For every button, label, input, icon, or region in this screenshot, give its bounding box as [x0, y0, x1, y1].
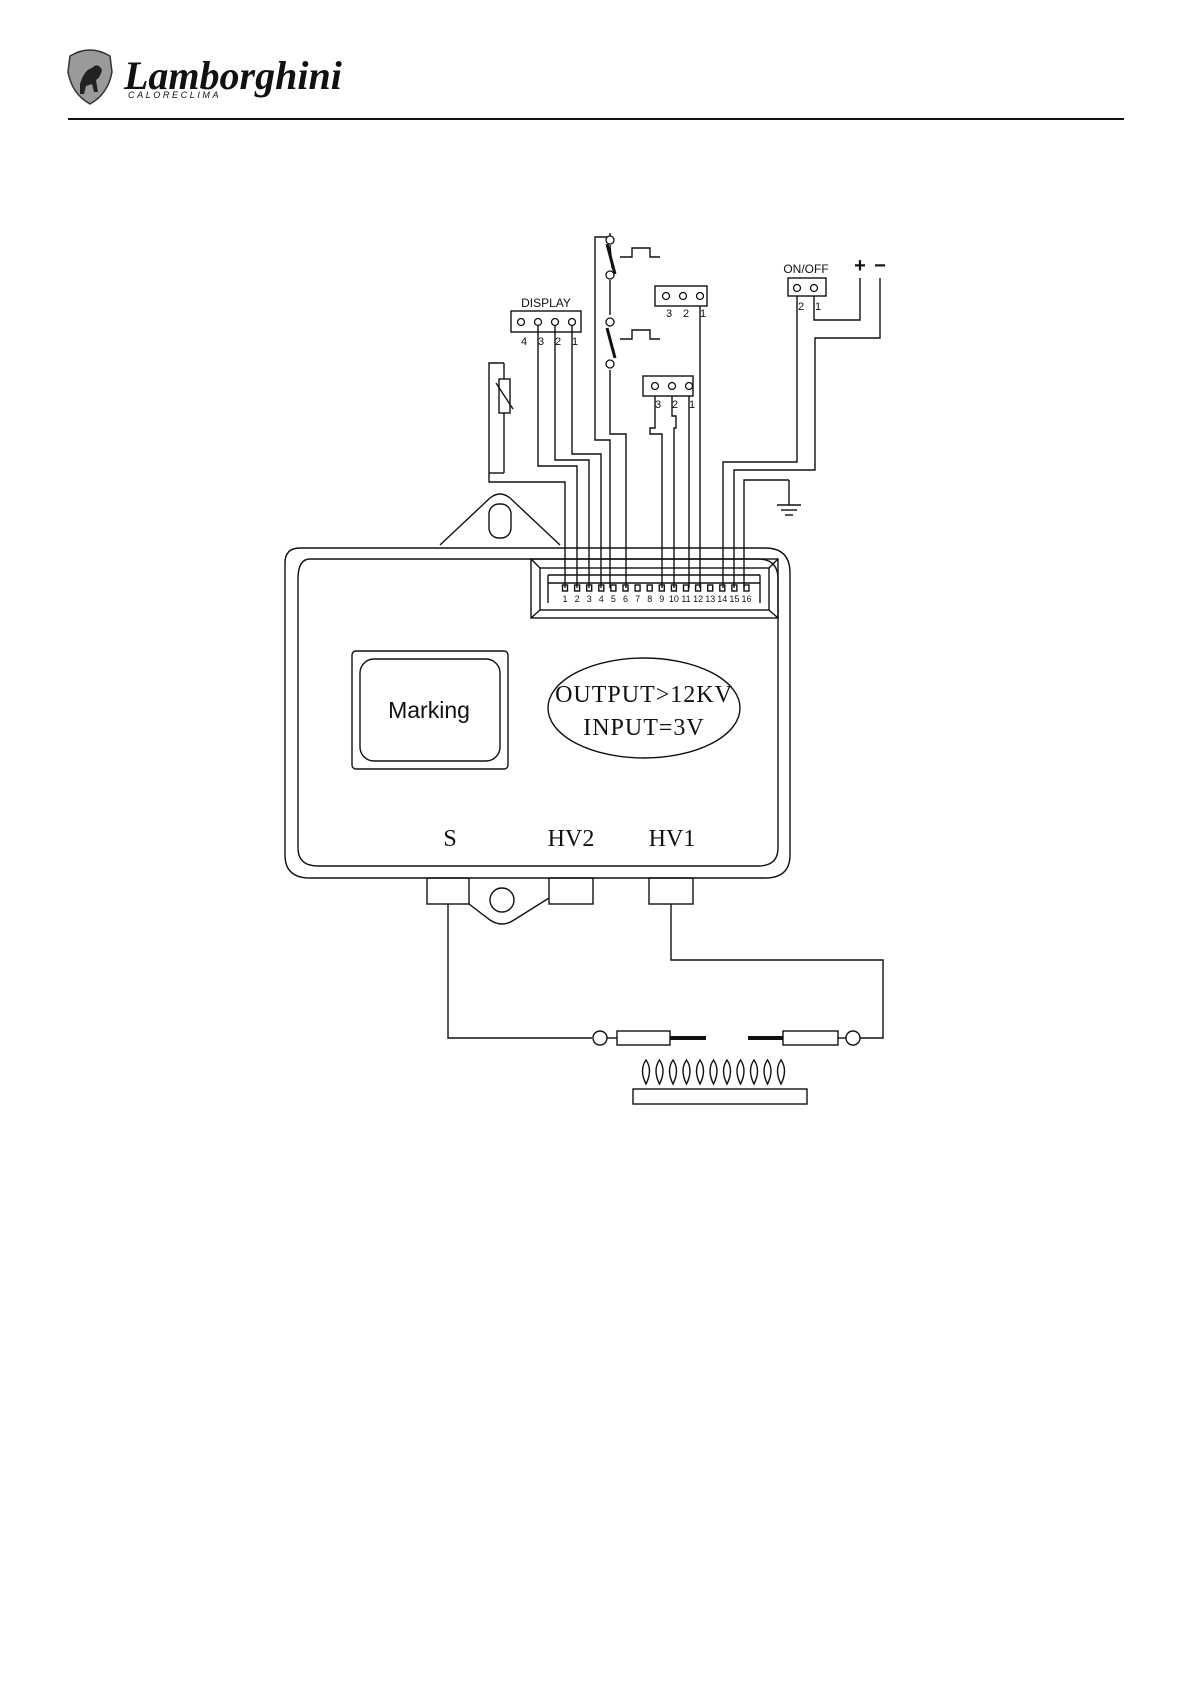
terminal-number: 8: [647, 594, 652, 604]
lead-hv1: [671, 904, 883, 1038]
display-pin-2: 2: [555, 336, 561, 348]
terminal-number: 12: [693, 594, 703, 604]
display-label: DISPLAY: [521, 296, 571, 310]
lead-sense: [448, 904, 592, 1038]
marking-label: Marking: [388, 697, 470, 723]
display-pin-1: 1: [572, 336, 578, 348]
wire-supply-minus: [734, 278, 880, 588]
mounting-hole-top: [489, 504, 511, 538]
brand-logo: Lamborghini CALORECLIMA: [68, 50, 342, 104]
flame: [724, 1060, 731, 1084]
flame: [778, 1060, 785, 1084]
terminal-number: 14: [717, 594, 727, 604]
port-hv1-label: HV1: [649, 826, 696, 852]
display-pin-4: 4: [521, 336, 527, 348]
terminal-number: 15: [729, 594, 739, 604]
input-rating: INPUT=3V: [583, 715, 705, 741]
flame: [683, 1060, 690, 1084]
flame: [656, 1060, 663, 1084]
terminal-pins: [563, 585, 750, 591]
flame: [737, 1060, 744, 1084]
electrode-right-icon: [748, 1031, 860, 1045]
terminal-number: 5: [611, 594, 616, 604]
burner-bar: [633, 1089, 807, 1104]
wire-ground: [744, 480, 789, 588]
flame: [643, 1060, 650, 1084]
terminal-number: 2: [575, 594, 580, 604]
terminal-pin: [635, 585, 640, 591]
flame: [751, 1060, 758, 1084]
terminal-number: 10: [669, 594, 679, 604]
electrode-left-icon: [593, 1031, 706, 1045]
port-hv1-socket: [649, 878, 693, 904]
onoff-label: ON/OFF: [783, 262, 828, 276]
flame: [764, 1060, 771, 1084]
brand-subtitle: CALORECLIMA: [128, 90, 221, 100]
flame: [697, 1060, 704, 1084]
onoff-pin-2: 2: [798, 301, 804, 313]
port-hv2-label: HV2: [548, 826, 595, 852]
flame: [670, 1060, 677, 1084]
connector-a-pin-3: 3: [666, 308, 672, 320]
connector-b: [643, 376, 693, 588]
connector-a: [655, 286, 707, 588]
control-box-inner: [298, 559, 778, 866]
terminal-number: 6: [623, 594, 628, 604]
terminal-number: 3: [587, 594, 592, 604]
mounting-tab-bottom: [469, 898, 549, 924]
onoff-pin-1: 1: [815, 301, 821, 313]
connector-b-pin-1: 1: [689, 399, 695, 411]
terminal-number: 7: [635, 594, 640, 604]
connector-a-pin-2: 2: [683, 308, 689, 320]
terminal-pin: [647, 585, 652, 591]
terminal-number: 16: [741, 594, 751, 604]
rating-ellipse: [548, 658, 740, 758]
port-s-socket: [427, 878, 469, 904]
connector-b-pin-2: 2: [672, 399, 678, 411]
terminal-number: 1: [562, 594, 567, 604]
terminal-number: 11: [681, 594, 690, 604]
terminal-number: 13: [705, 594, 715, 604]
switch-icon: [595, 233, 660, 588]
mounting-hole-bottom: [490, 888, 514, 912]
output-rating: OUTPUT>12KV: [555, 682, 733, 708]
connector-b-pin-3: 3: [655, 399, 661, 411]
terminal-pin: [744, 585, 749, 591]
port-hv2-socket: [549, 878, 593, 904]
ntc-sensor-icon: [489, 363, 565, 588]
terminal-number: 9: [659, 594, 664, 604]
power-plus-label: +: [854, 255, 866, 277]
port-s-label: S: [443, 826, 456, 852]
connector-a-pin-1: 1: [700, 308, 706, 320]
terminal-pin: [611, 585, 616, 591]
display-pin-3: 3: [538, 336, 544, 348]
flame: [710, 1060, 717, 1084]
terminal-pin: [708, 585, 713, 591]
flame-icon: [643, 1060, 785, 1084]
power-minus-label: −: [874, 255, 886, 277]
terminal-number: 4: [599, 594, 604, 604]
terminal-pin: [684, 585, 689, 591]
ground-icon: [777, 480, 801, 515]
